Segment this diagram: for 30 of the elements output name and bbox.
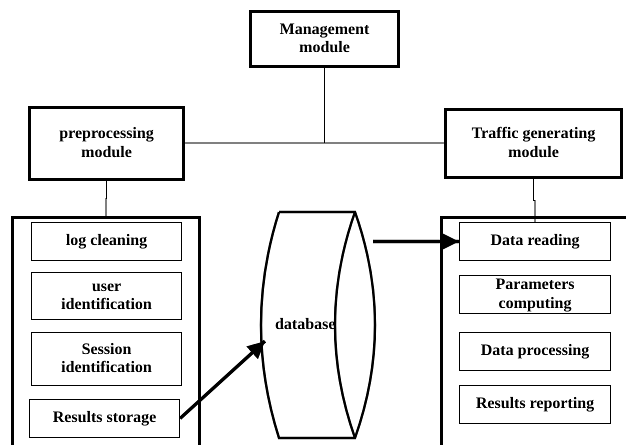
module-box: [28, 106, 185, 181]
container-panel: [440, 216, 626, 445]
process-box: [459, 332, 611, 371]
connector-line: [106, 180, 107, 216]
node-label: Session identification: [60, 340, 153, 378]
process-box: [31, 272, 182, 320]
connector-line: [324, 68, 444, 144]
node-label: Data reading: [490, 232, 580, 251]
node-label: user identification: [60, 278, 153, 314]
node-label: log cleaning: [66, 232, 148, 251]
process-box: [31, 332, 182, 386]
arrow: [373, 232, 459, 250]
node-label: Management module: [278, 20, 370, 58]
module-box: [444, 108, 623, 179]
node-label: Data processing: [480, 342, 590, 361]
node-label: Results storage: [52, 409, 156, 428]
process-box: [459, 385, 611, 424]
node-label: Results reporting: [476, 395, 594, 414]
process-box: [29, 399, 180, 438]
node-label: Parameters computing: [494, 276, 576, 313]
process-box: [459, 222, 611, 261]
process-box: [459, 275, 611, 314]
module-box: [249, 10, 400, 68]
process-box: [31, 222, 182, 261]
container-panel: [11, 216, 201, 445]
node-label: database: [275, 316, 336, 334]
node-label: Traffic generating module: [470, 125, 596, 162]
node-label: preprocessing module: [58, 125, 155, 162]
connector-line: [533, 178, 536, 222]
arrow: [178, 340, 266, 420]
